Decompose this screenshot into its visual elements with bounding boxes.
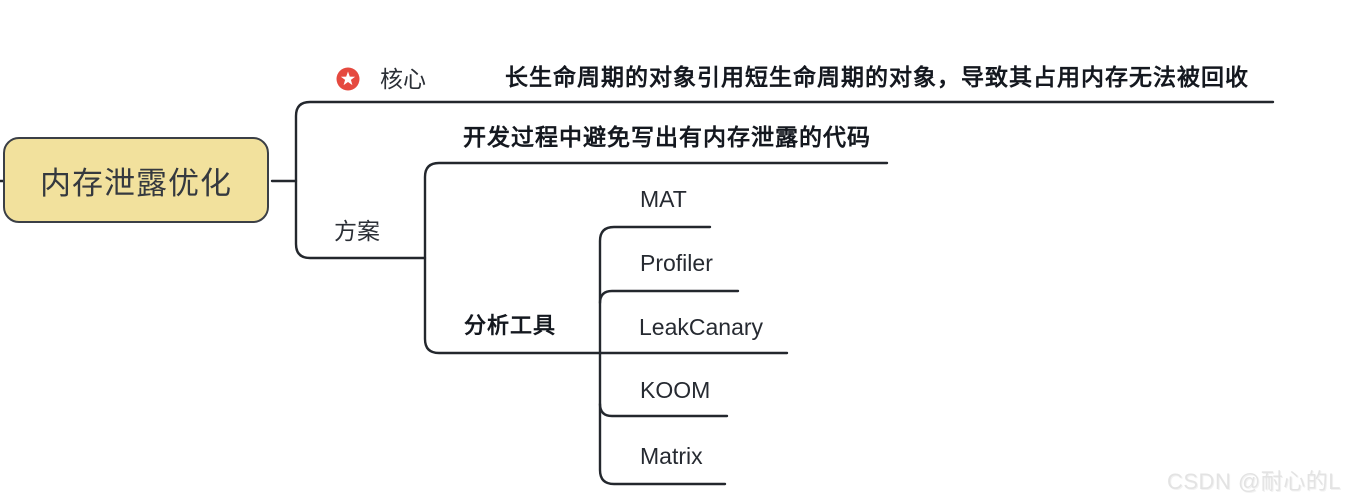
topic-tool-matrix[interactable]: Matrix — [640, 443, 703, 469]
level1-branch-lines — [294, 100, 1275, 260]
topic-core[interactable]: 核心 — [380, 66, 426, 92]
plan-children-lines — [423, 161, 889, 355]
topic-core-description[interactable]: 长生命周期的对象引用短生命周期的对象，导致其占用内存无法被回收 — [505, 64, 1249, 90]
topic-root[interactable]: 内存泄露优化 — [3, 137, 269, 223]
topic-analysis-tools[interactable]: 分析工具 — [464, 313, 557, 338]
tools-children-spine — [598, 225, 727, 486]
topic-tool-leakcanary[interactable]: LeakCanary — [639, 314, 764, 340]
topic-plan[interactable]: 方案 — [334, 218, 380, 244]
red-star-marker-icon[interactable] — [336, 67, 360, 91]
topic-root-label: 内存泄露优化 — [40, 165, 232, 201]
topic-tool-mat[interactable]: MAT — [640, 186, 687, 212]
topic-tool-profiler[interactable]: Profiler — [640, 250, 713, 276]
csdn-watermark: CSDN @耐心的L — [1167, 469, 1342, 494]
topic-tool-koom[interactable]: KOOM — [640, 377, 711, 403]
profiler-branch-line — [598, 289, 740, 305]
topic-avoid-leak-code[interactable]: 开发过程中避免写出有内存泄露的代码 — [463, 124, 871, 150]
koom-branch-line — [598, 402, 729, 418]
